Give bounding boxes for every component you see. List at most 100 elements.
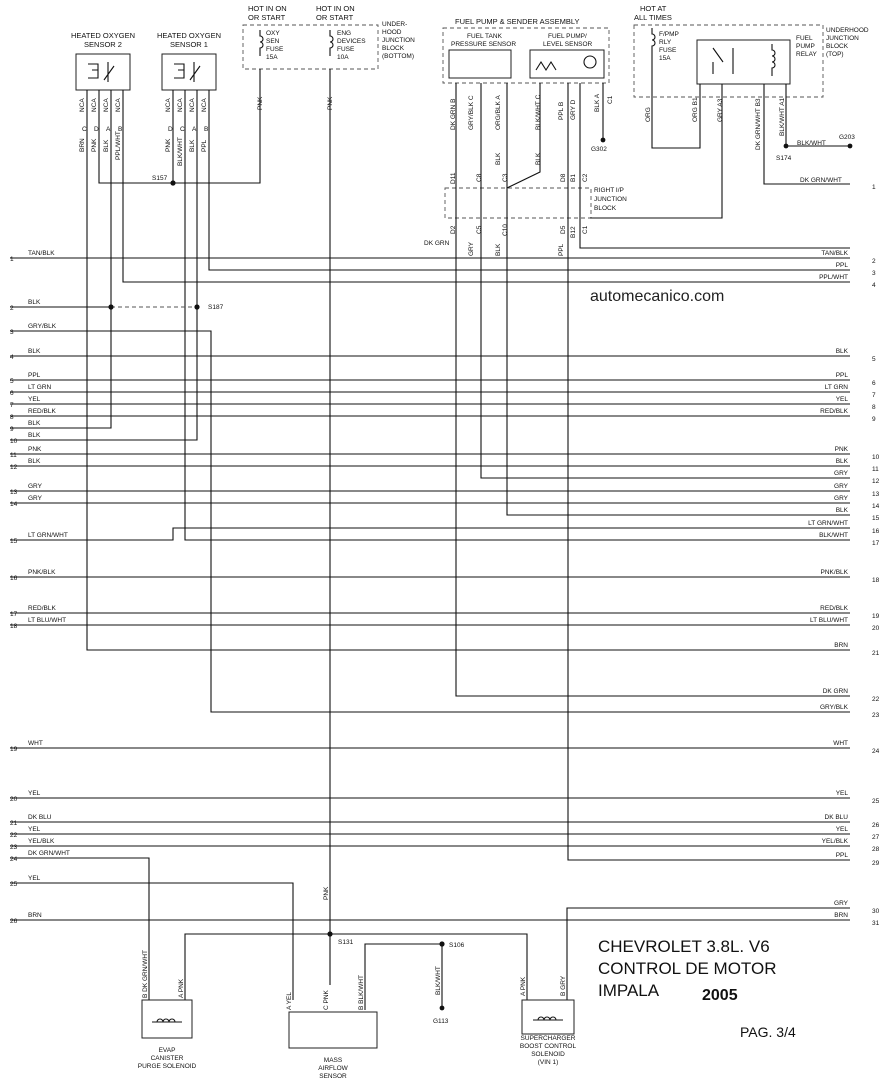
s2-nca-4: NCA	[115, 98, 122, 112]
right-row-number: 28	[872, 846, 880, 853]
relay-pin-3: GRY A3	[717, 98, 724, 122]
left-row-number: 6	[10, 390, 14, 397]
relay-pin-4: DK GRN/WHT B3	[755, 98, 762, 150]
left-row-number: 1	[10, 256, 14, 263]
right-row-number: 26	[872, 822, 880, 829]
left-row-number: 10	[10, 438, 18, 445]
fp-fuse-icon	[651, 28, 656, 54]
rip-title-2: JUNCTION	[594, 196, 627, 203]
wire-pnk-s2	[98, 69, 261, 184]
left-row-number: 23	[10, 844, 18, 851]
relay-pin-5: BLK/WHT A1	[779, 97, 786, 136]
left-row-number: 15	[10, 538, 18, 545]
fp-pin-1: DK GRN B	[450, 99, 457, 130]
s2-wire-blk: BLK	[103, 139, 110, 152]
underhood-junction-block-top: HOT AT ALL TIMES F/PMP RLY FUSE 15A FUEL…	[633, 4, 869, 150]
right-row-label: GRY/BLK	[820, 704, 849, 711]
left-row-label: BLK	[28, 420, 41, 427]
fp-fuse-4: 15A	[659, 55, 671, 62]
s1-wire-pnk: PNK	[165, 138, 172, 152]
evap-pin-b: B DK GRN/WHT	[142, 950, 149, 998]
fuel-pump-sender-assembly: FUEL PUMP & SENDER ASSEMBLY FUEL TANK PR…	[442, 17, 610, 84]
maf-label-3: SENSOR	[319, 1073, 347, 1080]
fp-assy-outline	[442, 27, 610, 84]
fp-pin-6: GRY D	[570, 99, 577, 120]
s1-pin-a: A	[192, 126, 197, 133]
rip-bot-2: C5	[476, 225, 483, 234]
ho2s1-symbol-icon	[174, 62, 201, 82]
wire-ppl-fp	[567, 83, 850, 861]
right-row-number: 29	[872, 860, 880, 867]
left-row-number: 5	[10, 378, 14, 385]
right-row-number: 24	[872, 748, 880, 755]
evap-pin-a: A PNK	[178, 978, 185, 998]
left-row-number: 8	[10, 414, 14, 421]
ho2s2-title-1: HEATED OXYGEN	[71, 31, 135, 40]
rip-wire-gry: GRY	[468, 241, 475, 256]
wire-blkwht-fp	[506, 83, 541, 189]
s131-dot	[327, 931, 333, 937]
maf-label-1: MASS	[324, 1057, 343, 1064]
right-row-label: LT GRN	[825, 384, 849, 391]
s1-nca-4: NCA	[201, 98, 208, 112]
s2-wire-brn: BRN	[79, 138, 86, 152]
oxy-fuse-3: FUSE	[266, 46, 284, 53]
fp-pin-5: PPL B	[558, 102, 565, 120]
s174-dot	[783, 143, 789, 149]
fp-pin-3: ORG/BLK A	[495, 95, 502, 130]
rip-bot-4: D5	[560, 225, 567, 234]
s157-label: S157	[152, 175, 168, 182]
uh-top-4: (TOP)	[826, 51, 844, 58]
wire-blkwht-s1	[184, 90, 850, 541]
row-yel-25	[10, 882, 294, 1000]
row-gry-30	[566, 907, 850, 1000]
left-row-label: WHT	[28, 740, 43, 747]
fp-level-sensor-body	[529, 49, 605, 79]
left-row-number: 9	[10, 426, 14, 433]
ho2s1-title-2: SENSOR 1	[170, 40, 208, 49]
left-row-label: PPL	[28, 372, 41, 379]
title-line-1: CHEVROLET 3.8L. V6	[598, 937, 770, 956]
blkwht-g203-label: BLK/WHT	[797, 140, 826, 147]
right-row-number: 15	[872, 515, 880, 522]
left-row-label: LT BLU/WHT	[28, 617, 66, 624]
right-row-number: 1	[872, 184, 876, 191]
ho2s2-symbol-icon	[88, 62, 115, 82]
s174-label: S174	[776, 155, 792, 162]
wire-gry-d-fp	[579, 83, 850, 249]
sensor-pin-labels: NCA NCA NCA NCA C D A B BRN PNK BLK PPL/…	[79, 98, 208, 166]
left-row-label: TAN/BLK	[28, 250, 55, 257]
hot-run-2: OR START	[248, 13, 286, 22]
wire-gry-relay	[590, 84, 723, 219]
fp-relay-2: PUMP	[796, 43, 815, 50]
right-row-number: 19	[872, 613, 880, 620]
right-row-number: 27	[872, 834, 880, 841]
tank-pressure-sensor-body	[448, 49, 512, 79]
right-row-label: LT GRN/WHT	[808, 520, 848, 527]
s2-nca-2: NCA	[91, 98, 98, 112]
right-row-label: LT BLU/WHT	[810, 617, 848, 624]
right-row-label: PPL/WHT	[819, 274, 848, 281]
left-row-number: 26	[10, 918, 18, 925]
rip-bot-5: B12	[570, 226, 577, 238]
right-row-number: 7	[872, 392, 876, 399]
left-row-label: BLK	[28, 432, 41, 439]
left-row-label: YEL	[28, 396, 41, 403]
fp-pin-4: BLK/WHT C	[535, 94, 542, 130]
dkgrn-left-label: DK GRN	[424, 240, 450, 247]
s187-dot-2	[194, 304, 200, 310]
rip-outline	[444, 187, 592, 219]
g302-dot	[600, 137, 606, 143]
uh-bottom-2: HOOD	[382, 29, 402, 36]
right-row-label: BLK	[836, 348, 849, 355]
right-row-number: 23	[872, 712, 880, 719]
right-row-number: 3	[872, 270, 876, 277]
left-row-label: GRY	[28, 483, 43, 490]
right-ip-junction-block: RIGHT I/P JUNCTION BLOCK D11 C8 C3 D8 B1…	[424, 172, 627, 256]
left-row-number: 2	[10, 305, 14, 312]
sc-pin-b: B GRY	[560, 975, 567, 996]
uh-top-outline	[633, 24, 824, 98]
ho2s2-body	[75, 53, 131, 91]
right-row-number: 8	[872, 404, 876, 411]
